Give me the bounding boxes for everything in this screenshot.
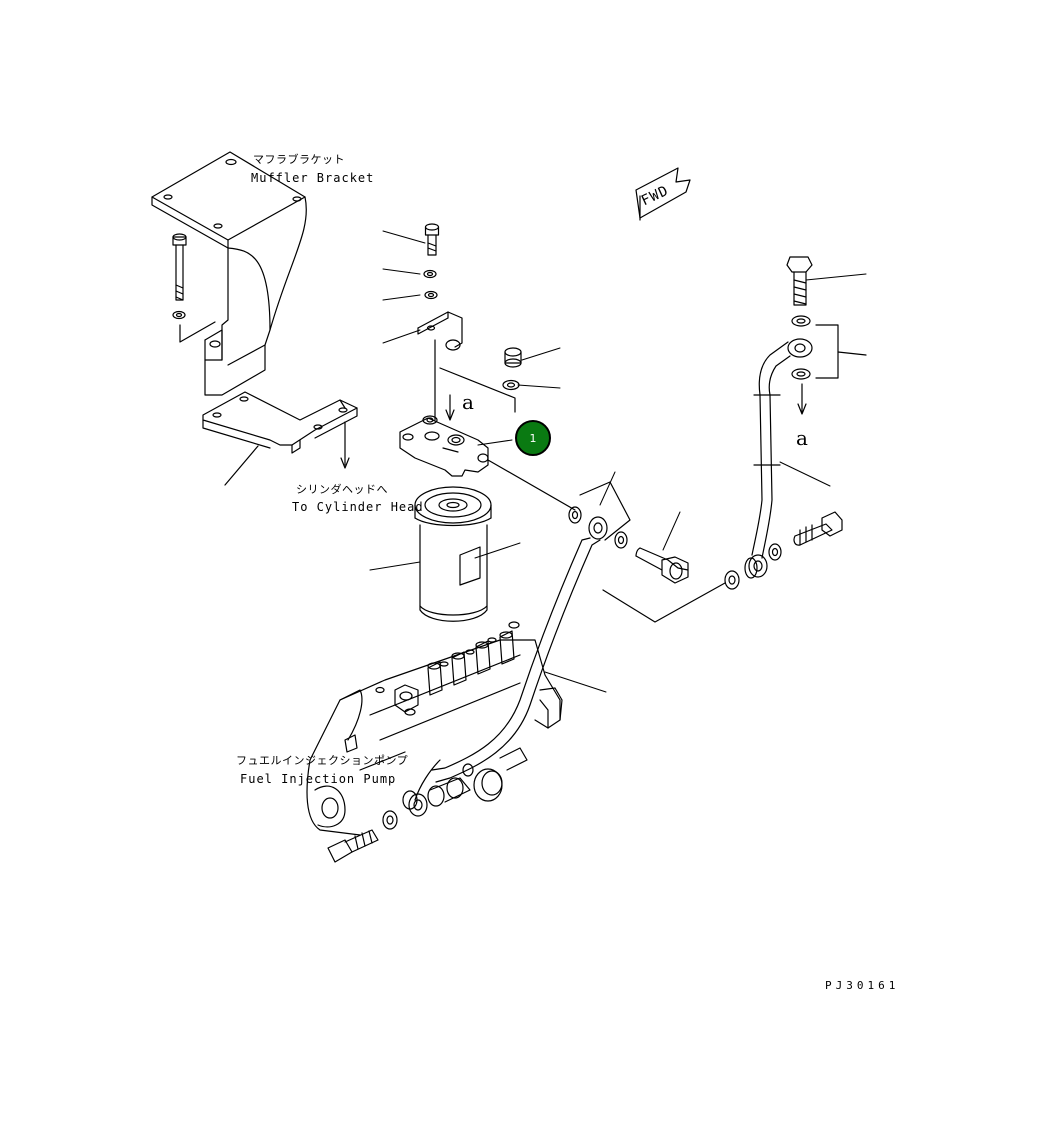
fuel-injection-pump [306, 621, 563, 863]
fuel-filter [414, 486, 492, 622]
banjo-bolt [602, 547, 740, 623]
callout-1-number: 1 [529, 431, 537, 445]
muffler-bracket [151, 151, 307, 396]
filter-head [399, 394, 576, 511]
bolt-filter-head [423, 223, 440, 300]
filter-bracket [202, 391, 358, 486]
callout-1[interactable]: 1 [515, 420, 551, 456]
fwd-arrow [635, 167, 691, 221]
leader-lines [369, 230, 867, 693]
cylinder-head-label: To Cylinder Head [292, 500, 424, 514]
bolt-right [793, 511, 843, 546]
fuel-pump-label: Fuel Injection Pump [240, 772, 397, 786]
plug [502, 347, 522, 391]
bolt-muffler [172, 233, 187, 320]
muffler-bracket-label-jp: マフラブラケット [253, 153, 345, 166]
cylinder-head-label-jp: シリンダヘッドへ [296, 483, 388, 496]
ref-a-left: a [462, 390, 474, 414]
ref-a-right: a [796, 426, 808, 450]
drawing-code: PJ30161 [825, 979, 900, 992]
fuel-pump-label-jp: フュエルインジェクションポンプ [236, 754, 409, 767]
muffler-bracket-label: Muffler Bracket [251, 171, 375, 185]
clip-bracket [417, 311, 516, 421]
fuel-pipe-right [744, 256, 867, 579]
